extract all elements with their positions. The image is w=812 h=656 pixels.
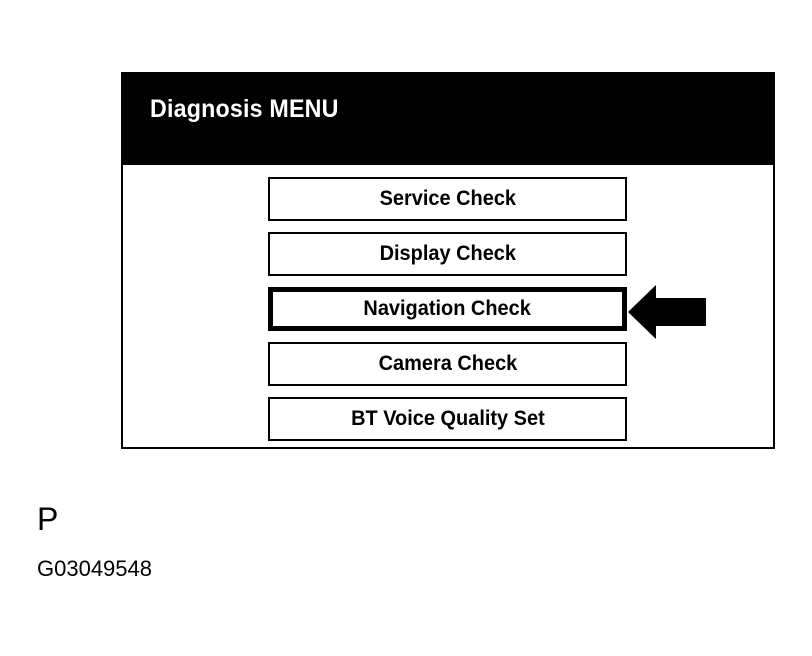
menu-item-label: Camera Check [378,352,517,375]
caption-letter: P [37,501,59,537]
page-title: Diagnosis MENU [150,95,339,123]
arrow-left-icon [628,285,706,339]
menu-item-label: BT Voice Quality Set [350,407,545,430]
menu-item-bt-voice-quality-set[interactable]: BT Voice Quality Set [268,397,627,441]
panel-header: Diagnosis MENU [123,74,773,165]
menu-item-camera-check[interactable]: Camera Check [268,342,627,386]
menu-item-service-check[interactable]: Service Check [268,177,627,221]
figure-id-caption: G03049548 [37,556,152,581]
menu-item-label: Navigation Check [363,297,532,320]
menu-item-navigation-check[interactable]: Navigation Check [268,287,627,331]
menu-item-label: Display Check [379,242,516,265]
menu-item-label: Service Check [379,187,516,210]
menu-item-display-check[interactable]: Display Check [268,232,627,276]
diagnosis-menu-panel: Diagnosis MENU Service Check Display Che… [121,72,775,449]
